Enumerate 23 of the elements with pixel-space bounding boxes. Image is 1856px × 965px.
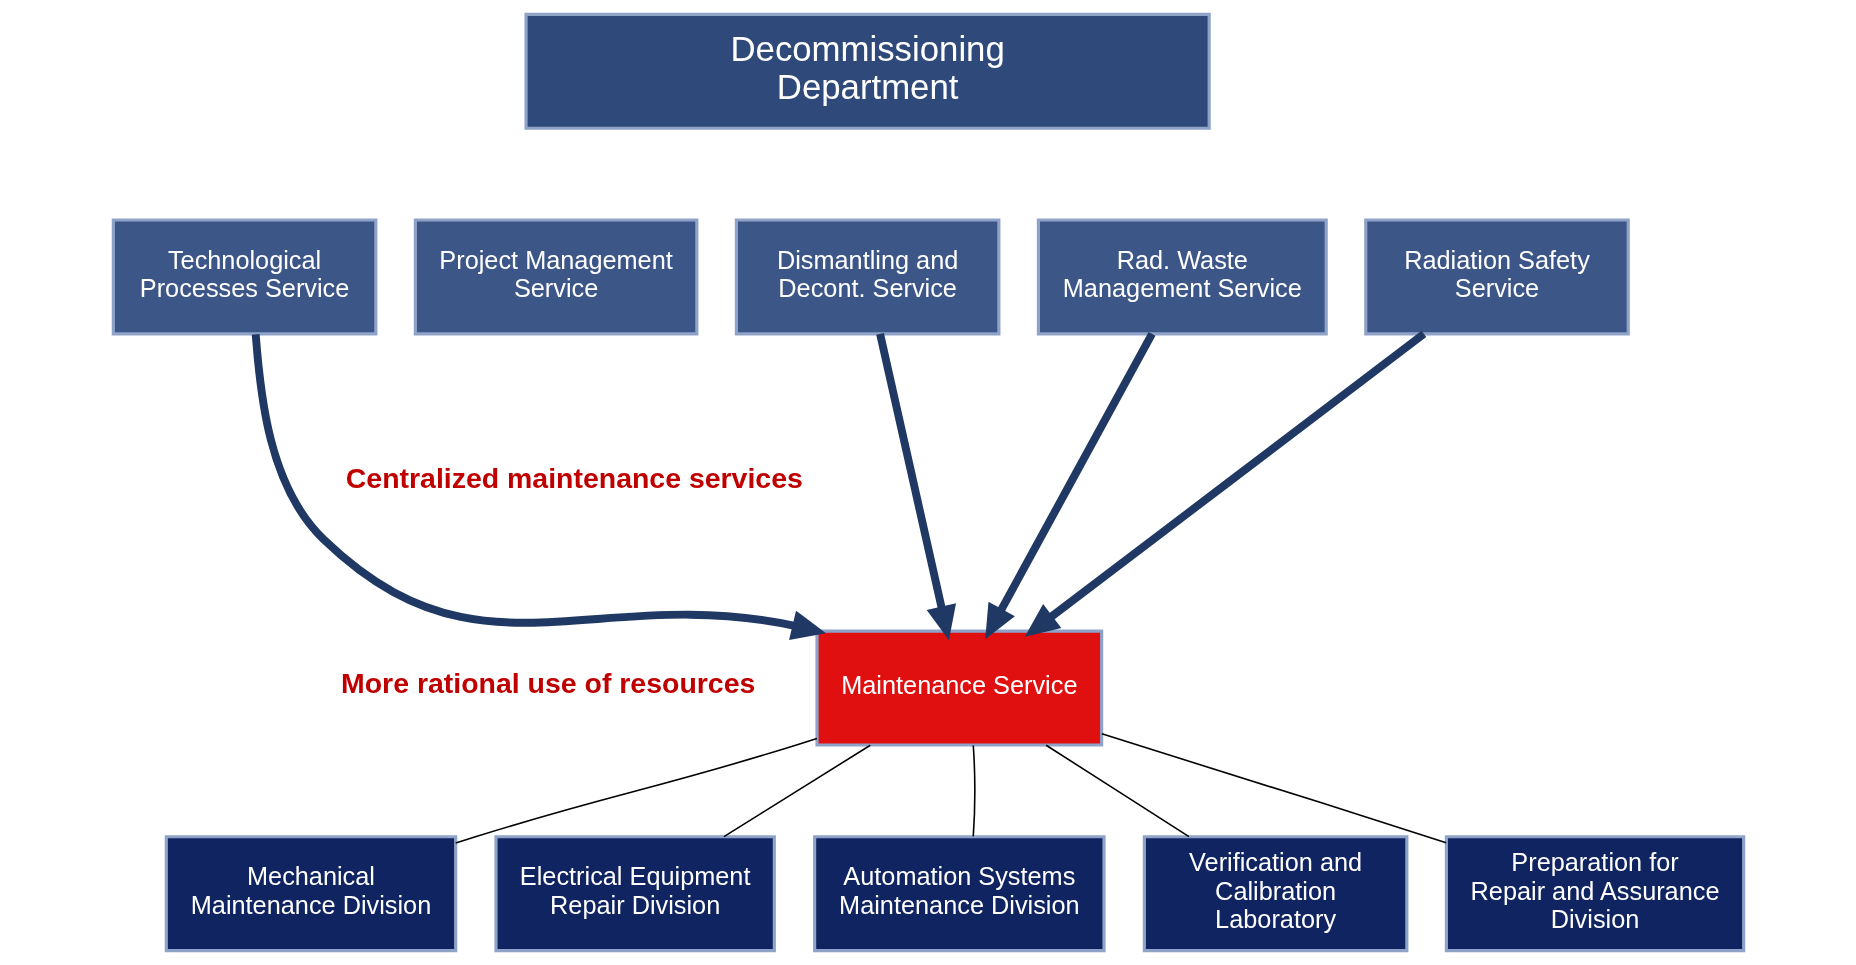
arrow: [251, 334, 826, 640]
connector: [722, 744, 871, 838]
node-box: Mechanical Maintenance Division: [164, 835, 457, 953]
node-box: Verification and Calibration Laboratory: [1142, 835, 1408, 953]
node-box: Preparation for Repair and Assurance Division: [1444, 835, 1745, 953]
connector: [1044, 744, 1190, 838]
connector: [972, 744, 976, 838]
node-box: Project Management Service: [413, 218, 698, 336]
node-box: Rad. Waste Management Service: [1036, 218, 1328, 336]
connector: [454, 737, 818, 844]
arrow: [875, 333, 956, 641]
node-box: Automation Systems Maintenance Division: [812, 835, 1106, 953]
connector: [1100, 733, 1447, 844]
node-box: Technological Processes Service: [111, 218, 377, 336]
arrow: [984, 332, 1155, 640]
node-box: Dismantling and Decont. Service: [734, 218, 1000, 336]
label: Centralized maintenance services: [345, 461, 803, 494]
label: More rational use of resources: [340, 667, 755, 700]
node-box: Radiation Safety Service: [1363, 218, 1630, 336]
node-box: Decommissioning Department: [523, 12, 1211, 130]
node-box: Maintenance Service: [814, 629, 1103, 747]
arrow: [1024, 330, 1426, 637]
node-box: Electrical Equipment Repair Division: [493, 835, 776, 953]
